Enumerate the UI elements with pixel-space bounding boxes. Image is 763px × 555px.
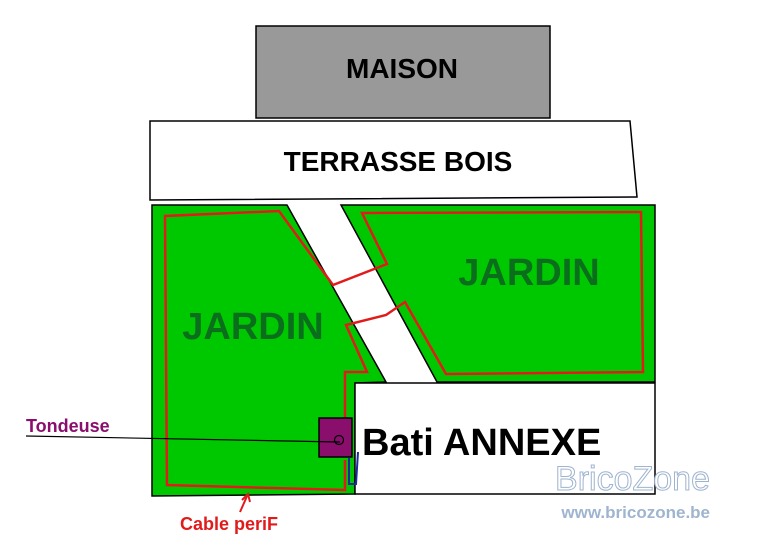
watermark-brand: BricoZone (555, 460, 710, 498)
maison-block (255, 25, 551, 119)
charging-station (318, 417, 353, 458)
bati-annexe-label: Bati ANNEXE (362, 422, 601, 464)
watermark-url: www.bricozone.be (560, 503, 710, 522)
cable-pointer-head (241, 492, 251, 503)
terrasse-block (149, 120, 638, 201)
cable-label: Cable periF (180, 514, 278, 534)
tondeuse-pointer (25, 435, 341, 443)
perimeter-cable (163, 209, 645, 492)
cable-pointer (239, 493, 249, 513)
jardin-left-label: JARDIN (182, 306, 323, 348)
terrasse-label: TERRASSE BOIS (284, 146, 513, 177)
jardin-right-area (339, 204, 656, 383)
bati-annexe-block (354, 382, 656, 495)
maison-label: MAISON (346, 53, 458, 84)
tondeuse-label: Tondeuse (26, 416, 110, 436)
charging-point (333, 434, 345, 446)
jardin-right-label: JARDIN (458, 252, 599, 294)
station-connection (348, 451, 359, 485)
